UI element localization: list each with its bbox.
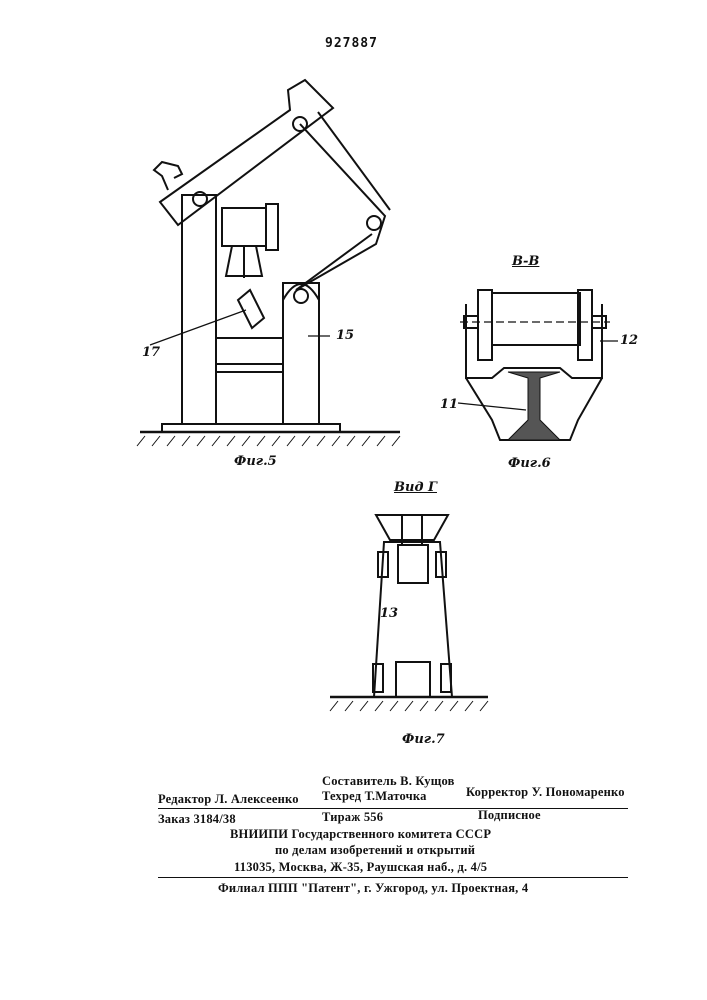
- footer-techred: Техред Т.Маточка: [322, 789, 427, 804]
- footer-rule-bottom: [158, 877, 628, 878]
- figure-6-caption: Фиг.6: [508, 456, 551, 471]
- figure-5-caption: Фиг.5: [234, 454, 277, 469]
- figure-7-caption: Фиг.7: [402, 732, 445, 747]
- section-label-vv: В-В: [512, 254, 539, 269]
- figure-5: [137, 80, 400, 446]
- footer-rule-top: [158, 808, 628, 809]
- figure-7: [330, 515, 488, 711]
- footer-order: Заказ 3184/38: [158, 812, 236, 827]
- footer-compiler: Составитель В. Кущов: [322, 774, 455, 789]
- figure-6: [458, 290, 618, 440]
- footer-circulation: Тираж 556: [322, 810, 383, 825]
- footer-address: 113035, Москва, Ж-35, Раушская наб., д. …: [234, 860, 487, 875]
- view-label-g: Вид Г: [394, 480, 437, 495]
- footer-subscription: Подписное: [478, 808, 541, 823]
- label-part-15: 15: [336, 328, 354, 343]
- footer-branch: Филиал ППП "Патент", г. Ужгород, ул. Про…: [218, 881, 528, 896]
- footer-org-line1: ВНИИПИ Государственного комитета СССР: [230, 827, 491, 842]
- footer-corrector: Корректор У. Пономаренко: [466, 785, 625, 800]
- label-part-11: 11: [440, 397, 458, 412]
- label-part-17: 17: [142, 345, 160, 360]
- footer-org-line2: по делам изобретений и открытий: [275, 843, 475, 858]
- footer-editor: Редактор Л. Алексеенко: [158, 792, 299, 807]
- label-part-12: 12: [620, 333, 638, 348]
- label-part-13: 13: [380, 606, 398, 621]
